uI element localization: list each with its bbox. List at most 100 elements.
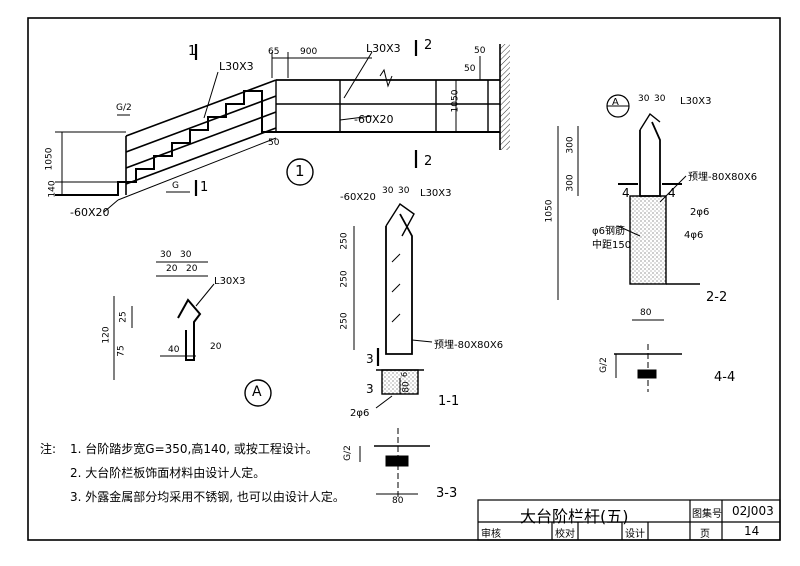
angle-profile (177, 298, 202, 361)
railing-elevation (55, 40, 510, 213)
dim-1050-elev-right: 1050 (450, 89, 461, 113)
dim-50-slab: 50 (268, 138, 280, 148)
leader-a-l30x3 (195, 283, 215, 307)
label-l30x3-a: L30X3 (214, 276, 246, 287)
label-g2-44: G/2 (598, 357, 609, 373)
label-2phi6-11: 2φ6 (350, 408, 370, 419)
dim-20-a1: 20 (166, 264, 178, 274)
check-label: 校对 (555, 529, 575, 540)
post-top-cap (385, 203, 415, 237)
dim-30-a2: 30 (180, 250, 192, 260)
section-mark-3-bot: 3 (366, 382, 374, 396)
dim-1050-22-label: 1050 (544, 199, 555, 223)
post-profile (385, 213, 413, 355)
detail-bubble-1-label: 1 (295, 162, 305, 180)
drawing-frame (27, 17, 781, 541)
post-bracket-2 (391, 283, 401, 293)
section-4-4 (614, 344, 682, 392)
label-embed-22: 预埋-80X80X6 (688, 172, 758, 183)
dim-140-elev: 140 (47, 180, 58, 198)
dim-120-a: 120 (101, 326, 112, 344)
atlas-number: 02J003 (732, 504, 774, 518)
leader-60x20-mid (339, 115, 373, 121)
dim-30-22a: 30 (638, 94, 650, 104)
rail-2 (125, 95, 277, 153)
note-3: 3. 外露金属部分均采用不锈钢, 也可以由设计人定。 (70, 490, 345, 504)
note-2: 2. 大台阶栏板饰面材料由设计人定。 (70, 466, 266, 480)
dim-30b-11: 30 (398, 186, 410, 196)
label-l30x3-elev-left: L30X3 (219, 60, 254, 73)
stair-profile (55, 90, 276, 196)
stair-underside (117, 137, 277, 201)
label-60x20-elev: -60X20 (354, 113, 394, 126)
post-22 (639, 121, 661, 197)
rail-3 (125, 111, 277, 169)
leader-embed (411, 339, 433, 343)
detail-bubble-1 (286, 158, 314, 186)
plan-post-44 (637, 369, 657, 379)
dim-50-b: 50 (464, 64, 476, 74)
label-l30x3-elev-top: L30X3 (366, 42, 401, 55)
wall-hatch (500, 44, 510, 150)
post-bracket-3 (391, 313, 401, 323)
atlas-label: 图集号 (692, 509, 722, 520)
break-line (379, 68, 393, 88)
label-2phi6-22: 2φ6 (690, 207, 710, 218)
leader-rebar-22 (617, 225, 641, 237)
label-embed-11: 预埋-80X80X6 (434, 340, 504, 351)
leader-60x20-left (103, 199, 119, 213)
view-name-1-1: 1-1 (438, 394, 460, 409)
dim-30-22b: 30 (654, 94, 666, 104)
dim-40-a: 40 (168, 345, 180, 355)
view-name-2-2: 2-2 (706, 290, 728, 305)
section-mark-2-bot: 2 (424, 154, 433, 169)
dim-250-c: 250 (339, 312, 350, 330)
dim-6-11: 6 (400, 371, 410, 378)
dim-65: 65 (268, 47, 280, 57)
section-1-1 (353, 203, 433, 409)
detail-bubble-a-label: A (252, 384, 262, 400)
detail-a (113, 261, 272, 407)
notes-heading: 注: (40, 442, 57, 456)
section-3-3 (359, 428, 430, 500)
view-name-4-4: 4-4 (714, 370, 736, 385)
design-label: 设计 (625, 529, 645, 540)
bubble-a-ref-label: A (612, 97, 619, 108)
label-g2-33: G/2 (342, 445, 353, 461)
detail-bubble-a (244, 379, 272, 407)
post-bracket-1 (391, 253, 401, 263)
dim-75-a: 75 (116, 345, 127, 357)
label-l30x3-11: L30X3 (420, 188, 452, 199)
label-g-elev: G (172, 181, 179, 191)
dim-20-a3: 20 (210, 342, 222, 352)
note-1: 1. 台阶踏步宽G=350,高140, 或按工程设计。 (70, 442, 318, 456)
leader-2phi6 (375, 395, 393, 409)
post-22-cap (639, 112, 661, 131)
dim-300-a: 300 (565, 136, 576, 154)
label-l30x3-22: L30X3 (680, 96, 712, 107)
dim-30-a1: 30 (160, 250, 172, 260)
review-label: 审核 (481, 529, 501, 540)
section-2-2 (557, 94, 700, 321)
section-mark-4-left: 4 (622, 186, 630, 200)
section-mark-2-top: 2 (424, 38, 433, 53)
section-mark-1-bot: 1 (200, 180, 209, 195)
plan-post (385, 455, 409, 467)
dim-900: 900 (300, 47, 318, 57)
dim-25-a: 25 (118, 311, 129, 323)
page-label: 页 (700, 529, 710, 540)
section-mark-3-top: 3 (366, 352, 374, 366)
section-mark-4-right: 4 (668, 186, 676, 200)
dim-300-b: 300 (565, 174, 576, 192)
label-g2-elev: G/2 (116, 103, 132, 113)
view-name-3-3: 3-3 (436, 486, 458, 501)
label-rebar-22-b: 中距150 (592, 240, 632, 251)
rail-4 (125, 127, 277, 185)
leader-l30x3-top (343, 51, 373, 99)
dim-80-11: 80 (401, 381, 412, 393)
dim-1050-elev-left: 1050 (44, 147, 55, 171)
title-block (477, 499, 781, 541)
leader-l30x3-left (203, 71, 219, 119)
dim-20-a2: 20 (186, 264, 198, 274)
